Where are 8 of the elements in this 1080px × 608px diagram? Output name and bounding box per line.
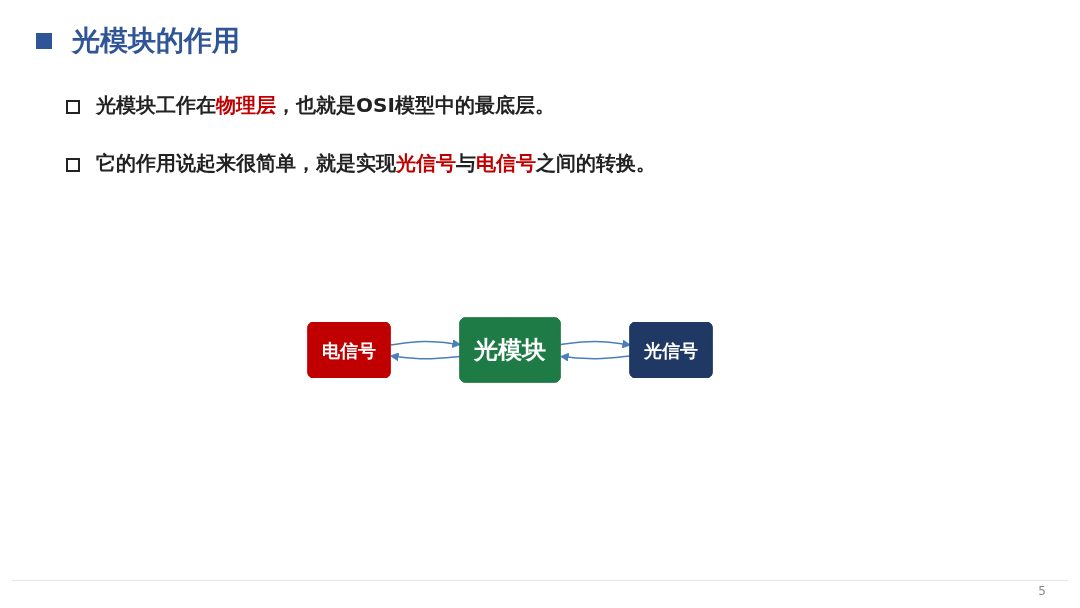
arrow — [390, 352, 462, 362]
arrow — [559, 339, 631, 349]
page-number: 5 — [1038, 584, 1046, 598]
arrow — [389, 339, 461, 348]
arrow — [560, 352, 632, 362]
bullet-text: 它的作用说起来很简单，就是实现光信号与电信号之间的转换。 — [96, 150, 656, 177]
slide-title: 光模块的作用 — [72, 23, 240, 59]
bullet-text: 光模块工作在物理层，也就是OSI模型中的最底层。 — [96, 92, 555, 119]
